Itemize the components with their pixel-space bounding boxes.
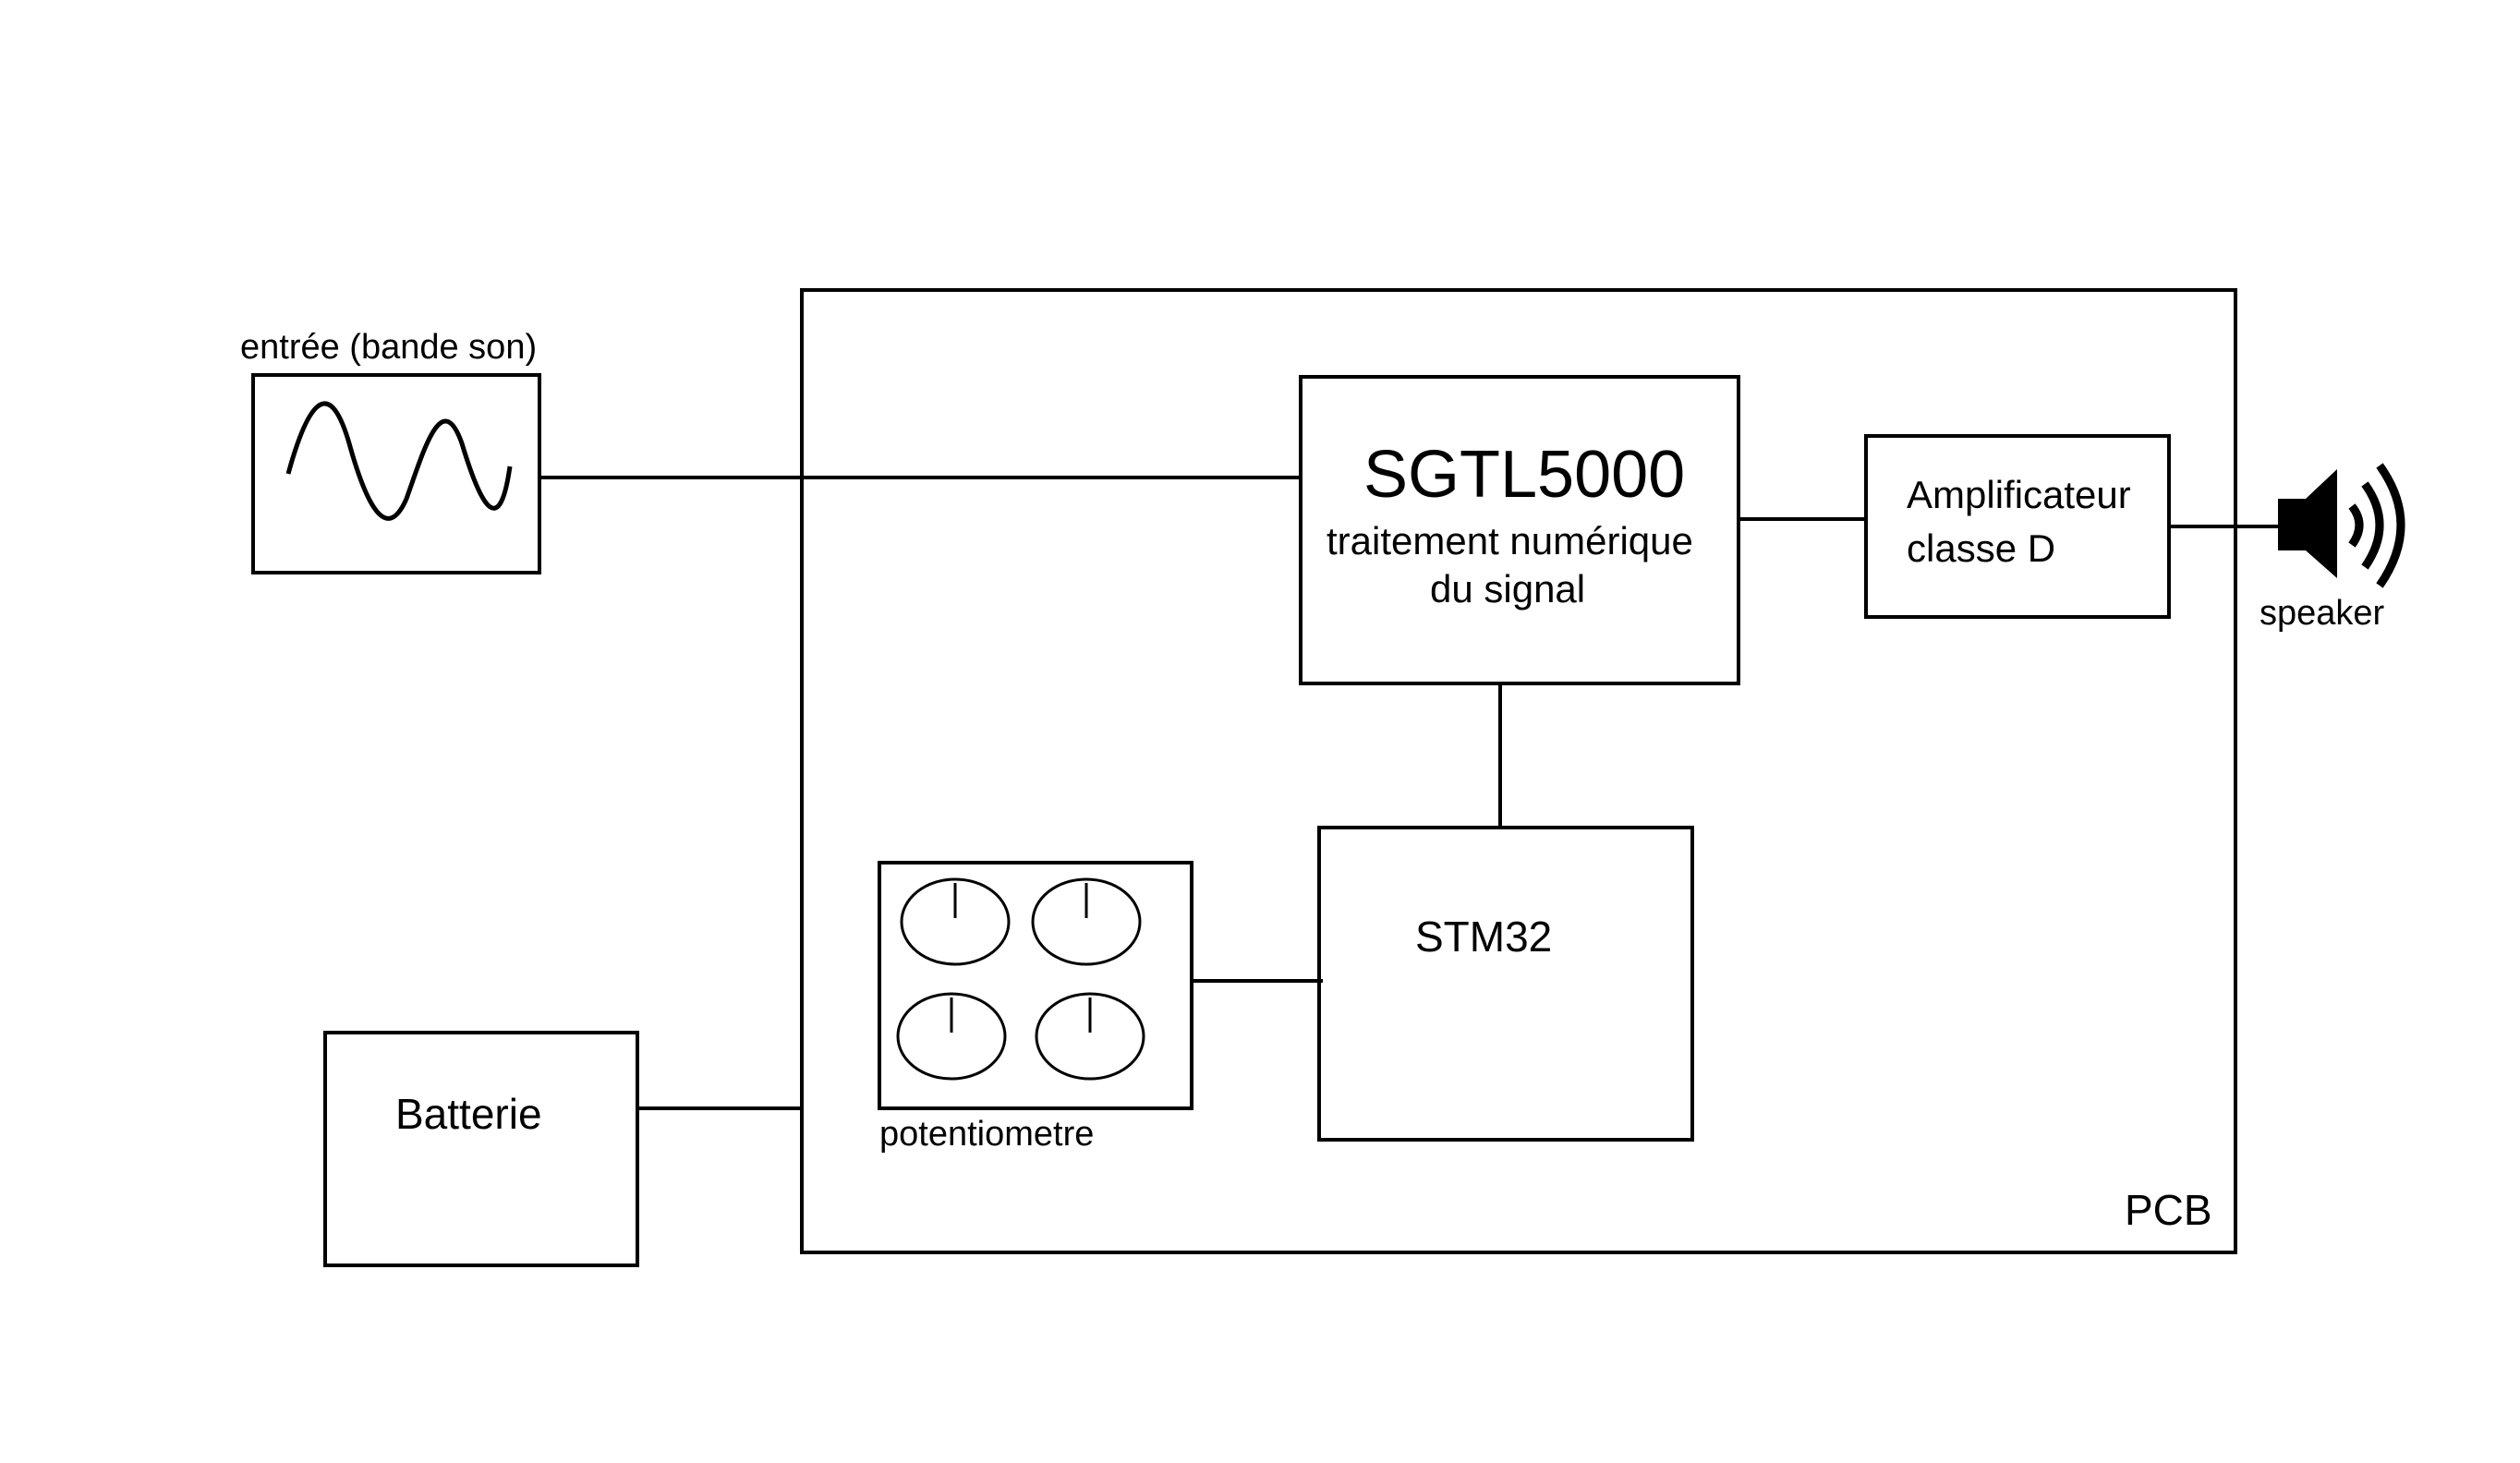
speaker-label: speaker: [2260, 594, 2385, 633]
codec-subtitle-line2: du signal: [1430, 567, 1585, 611]
knob-icon: [1035, 992, 1145, 1081]
input-label: entrée (bande son): [240, 328, 537, 367]
input-source-box: [251, 373, 541, 574]
knob-icon: [896, 992, 1007, 1081]
pcb-board: [800, 288, 2237, 1254]
amplifier-label-line1: Amplificateur: [1907, 473, 2131, 516]
mcu-box: [1317, 826, 1694, 1142]
battery-box: [323, 1031, 639, 1267]
knob-icon: [900, 877, 1011, 966]
speaker-icon: [2278, 463, 2405, 588]
amplifier-label-line2: classe D: [1907, 526, 2055, 570]
battery-label: Batterie: [395, 1090, 542, 1138]
sine-wave-icon: [285, 401, 513, 521]
potentiometer-box: [878, 861, 1193, 1110]
potentiometer-label: potentiometre: [879, 1115, 1094, 1154]
codec-box: [1299, 375, 1740, 685]
knob-icon: [1031, 877, 1142, 966]
mcu-label: STM32: [1415, 913, 1552, 961]
pcb-label: PCB: [2125, 1186, 2212, 1234]
codec-title: SGTL5000: [1363, 438, 1685, 512]
codec-subtitle-line1: traitement numérique: [1327, 519, 1693, 562]
